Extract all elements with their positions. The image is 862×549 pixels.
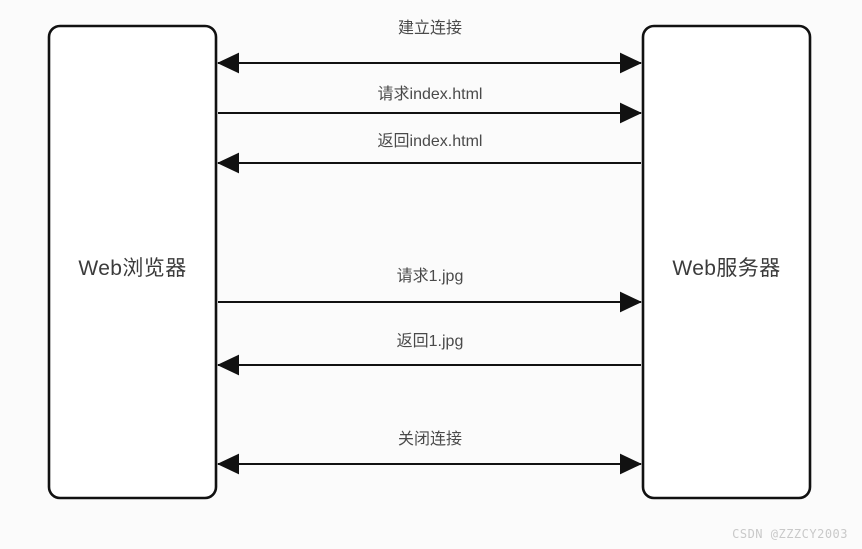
watermark-text: CSDN @ZZZCY2003 [732, 527, 848, 541]
message-label-5: 返回1.jpg [396, 333, 464, 350]
message-label-3: 返回index.html [377, 133, 483, 150]
message-label-2: 请求index.html [377, 86, 483, 103]
message-label-4: 请求1.jpg [396, 268, 464, 285]
message-label-6: 关闭连接 [397, 431, 462, 448]
actor-label-server: Web服务器 [672, 257, 781, 280]
message-label-1: 建立连接 [397, 20, 462, 37]
actor-box-browser [47, 24, 218, 500]
actor-box-server [641, 24, 812, 500]
actor-label-browser: Web浏览器 [78, 257, 187, 280]
